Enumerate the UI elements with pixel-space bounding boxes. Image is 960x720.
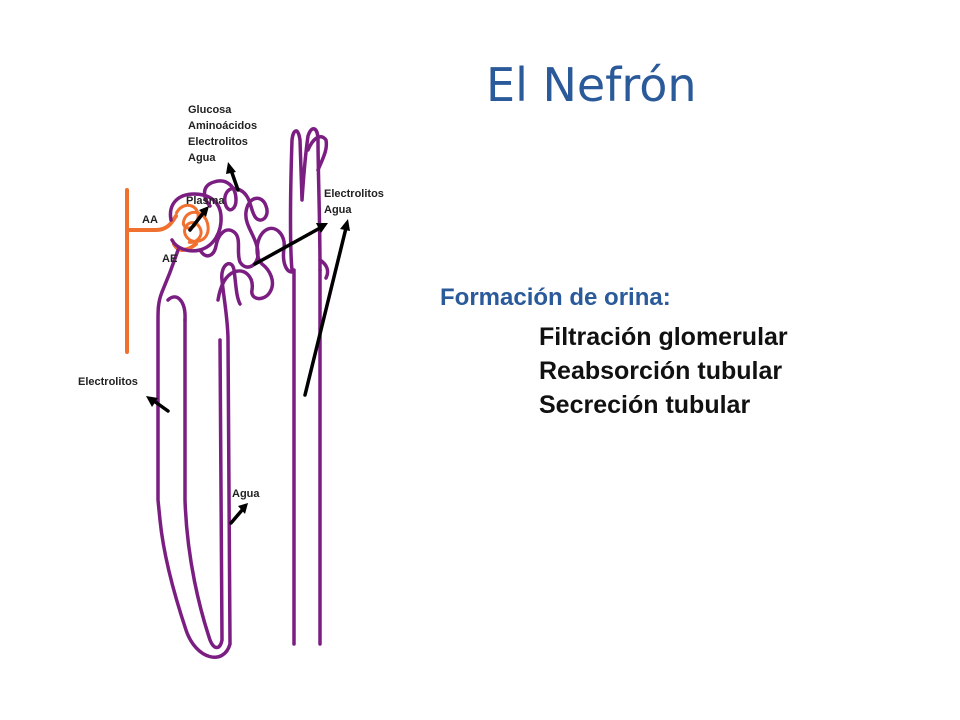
label-distal: Electrolitos Agua bbox=[324, 186, 384, 218]
collecting-side-branch bbox=[318, 258, 330, 280]
label-electrolytes: Electrolitos bbox=[188, 136, 248, 148]
arrow-plasma bbox=[188, 206, 209, 232]
process-filtration: Filtración glomerular bbox=[539, 323, 788, 351]
process-reabsorption: Reabsorción tubular bbox=[539, 357, 783, 385]
collecting-top-branch bbox=[306, 135, 329, 172]
arrows bbox=[146, 162, 350, 525]
process-secretion: Secreción tubular bbox=[539, 391, 751, 419]
label-glomerular-filtrate: Glucosa Aminoácidos Electrolitos Agua bbox=[188, 102, 257, 166]
label-loop-water: Agua bbox=[232, 488, 260, 500]
page-title: El Nefrón bbox=[486, 58, 697, 112]
collecting-top-left bbox=[288, 127, 322, 272]
label-water: Agua bbox=[188, 152, 216, 164]
arrow-descending-limb bbox=[229, 503, 248, 525]
bowman-capsule bbox=[168, 192, 223, 253]
arrow-distal bbox=[253, 223, 328, 266]
urine-formation-heading: Formación de orina: bbox=[440, 284, 671, 311]
distal-tubule bbox=[216, 226, 294, 302]
label-ae: AE bbox=[162, 253, 178, 265]
loop-connector bbox=[166, 295, 187, 322]
arrow-collecting bbox=[303, 219, 350, 397]
label-distal-water: Agua bbox=[324, 204, 352, 216]
label-aa: AA bbox=[142, 214, 158, 226]
nephron-tubule bbox=[156, 127, 330, 659]
label-distal-electrolytes: Electrolitos bbox=[324, 188, 384, 200]
label-glucose: Glucosa bbox=[188, 104, 232, 116]
afferent-arteriole bbox=[125, 214, 178, 232]
process-list: Filtración glomerular Reabsorción tubula… bbox=[539, 320, 788, 422]
proximal-tubule bbox=[198, 179, 269, 269]
arrow-ascending-limb bbox=[146, 396, 170, 413]
arrow-glomerular-filtrate bbox=[226, 162, 240, 192]
descending-limb bbox=[156, 248, 242, 659]
descending-limb-inner bbox=[183, 318, 224, 650]
label-plasma: Plasma bbox=[186, 195, 225, 207]
label-loop-electrolytes: Electrolitos bbox=[78, 376, 138, 388]
label-amino-acids: Aminoácidos bbox=[188, 120, 258, 132]
